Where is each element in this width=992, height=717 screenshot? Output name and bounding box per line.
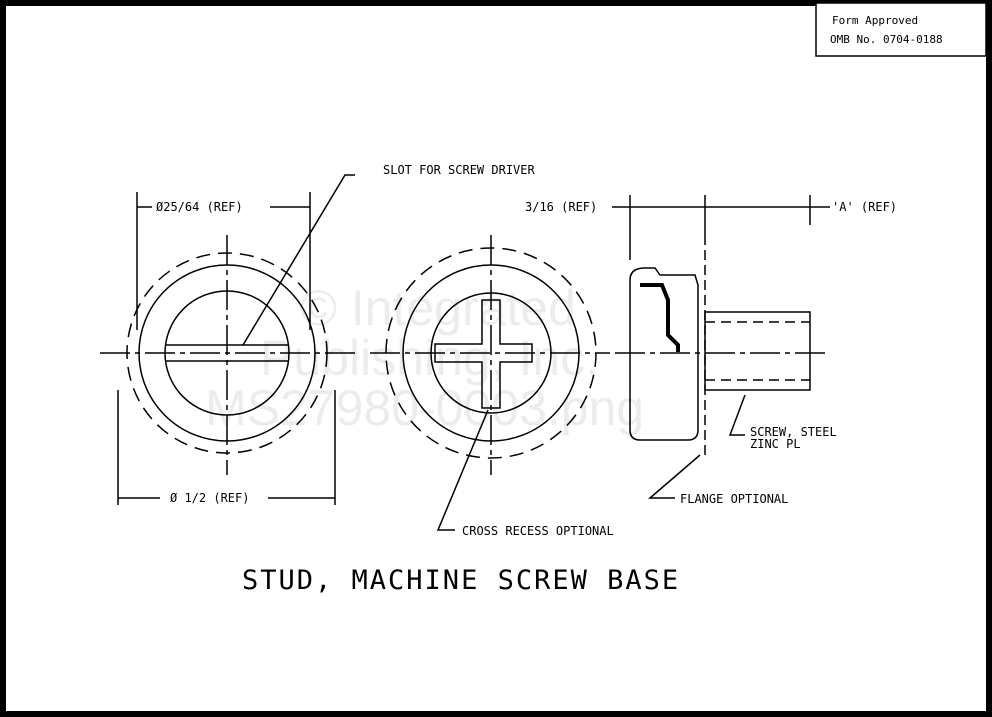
label-screw-finish: ZINC PL <box>750 437 801 451</box>
form-approval-box: Form Approved OMB No. 0704-0188 <box>815 2 987 57</box>
svg-text:MS27980-0003.png: MS27980-0003.png <box>205 380 644 436</box>
label-cross-recess: CROSS RECESS OPTIONAL <box>462 524 614 538</box>
label-flange-diameter: Ø 1/2 (REF) <box>170 491 249 505</box>
label-thickness: 3/16 (REF) <box>525 200 597 214</box>
form-approved-text: Form Approved <box>832 14 918 27</box>
label-slot: SLOT FOR SCREW DRIVER <box>383 163 535 177</box>
svg-text:© Integrated: © Integrated <box>300 280 576 336</box>
omb-number-text: OMB No. 0704-0188 <box>830 33 943 46</box>
label-length: 'A' (REF) <box>832 200 897 214</box>
label-flange: FLANGE OPTIONAL <box>680 492 788 506</box>
side-view <box>612 195 830 499</box>
label-screw-material: SCREW, STEEL <box>750 425 837 439</box>
drawing-title: STUD, MACHINE SCREW BASE <box>242 565 680 596</box>
label-head-diameter: Ø25/64 (REF) <box>156 200 243 214</box>
front-view-cross-recess <box>370 235 610 531</box>
front-view-slotted <box>100 174 355 505</box>
watermark: © Integrated Publishing, Inc. MS27980-00… <box>205 280 644 436</box>
svg-text:Publishing, Inc.: Publishing, Inc. <box>260 330 599 386</box>
